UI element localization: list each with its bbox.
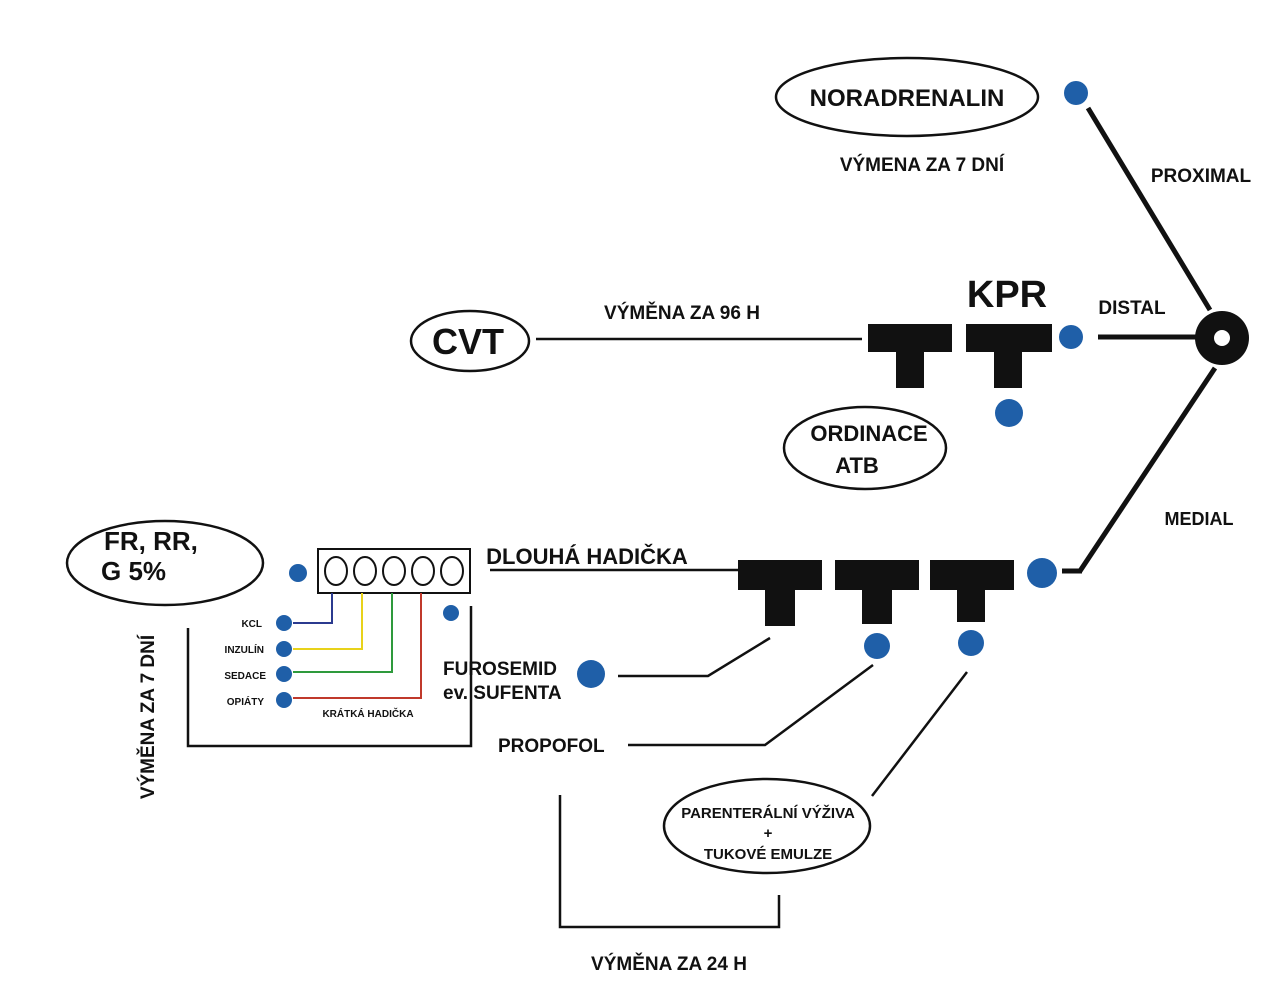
kpr-label: KPR bbox=[967, 274, 1047, 316]
sedace-label: SEDACE bbox=[224, 671, 266, 682]
parenteral-label-line3: TUKOVÉ EMULZE bbox=[704, 846, 832, 863]
opiaty-label: OPIÁTY bbox=[227, 695, 265, 708]
parenteral-label-line1: PARENTERÁLNÍ VÝŽIVA bbox=[681, 804, 855, 822]
propofol-label: PROPOFOL bbox=[498, 736, 605, 757]
manifold-port-2 bbox=[353, 556, 377, 586]
inzulin-label: INZULÍN bbox=[225, 643, 264, 656]
fr-ellipse bbox=[65, 519, 265, 607]
cvt-label: CVT bbox=[432, 321, 504, 362]
infusion-manifold-area: FR, RR, G 5% KCL INZULÍN SEDACE OPIÁTY K… bbox=[65, 519, 473, 799]
vymena-7-left-bracket bbox=[186, 606, 473, 748]
distal-port-dot bbox=[1059, 325, 1083, 349]
vymena-7-top-label: VÝMENA ZA 7 DNÍ bbox=[840, 154, 1005, 176]
manifold-port-1 bbox=[324, 556, 348, 586]
vymena-96-label: VÝMĚNA ZA 96 H bbox=[604, 302, 760, 324]
manifold-port-4 bbox=[411, 556, 435, 586]
kratka-label: KRÁTKÁ HADIČKA bbox=[322, 707, 413, 720]
proximal-branch: NORADRENALIN VÝMENA ZA 7 DNÍ PROXIMAL bbox=[774, 56, 1252, 312]
proximal-label: PROXIMAL bbox=[1151, 166, 1252, 187]
sedace-port-dot bbox=[276, 666, 292, 682]
parenteral-line bbox=[871, 671, 968, 797]
furosemid-label-line1: FUROSEMID bbox=[443, 659, 557, 680]
medial-branch: MEDIAL DLOUHÁ HADIČKA FUROSEMID ev. SUFE… bbox=[443, 366, 1234, 975]
parenteral-ellipse bbox=[662, 777, 872, 875]
propofol-port-dot bbox=[864, 633, 890, 659]
manifold-side-dot bbox=[443, 605, 459, 621]
distal-label: DISTAL bbox=[1098, 298, 1166, 319]
cvt-ellipse bbox=[409, 309, 531, 373]
opiaty-port-dot bbox=[276, 692, 292, 708]
proximal-port-dot bbox=[1064, 81, 1088, 105]
noradrenalin-ellipse bbox=[774, 56, 1040, 138]
opiaty-tube bbox=[293, 593, 422, 699]
inzulin-port-dot bbox=[276, 641, 292, 657]
manifold-port-3 bbox=[382, 556, 406, 586]
ordinace-ellipse bbox=[782, 405, 948, 491]
manifold-port-5 bbox=[440, 556, 464, 586]
fr-label-line2: G 5% bbox=[101, 556, 166, 586]
proximal-line bbox=[1085, 106, 1213, 312]
kcl-tube bbox=[293, 593, 333, 624]
sedace-tube bbox=[293, 593, 393, 673]
parenteral-port-dot bbox=[958, 630, 984, 656]
noradrenalin-label: NORADRENALIN bbox=[810, 85, 1005, 112]
parenteral-label-line2: + bbox=[764, 825, 773, 842]
catheter-hub bbox=[1195, 311, 1249, 365]
t-connector-furosemid bbox=[738, 560, 822, 626]
inzulin-tube bbox=[293, 593, 363, 650]
t-connector-kpr bbox=[966, 324, 1052, 388]
kcl-port-dot bbox=[276, 615, 292, 631]
medial-label: MEDIAL bbox=[1165, 509, 1234, 529]
fr-label-line1: FR, RR, bbox=[104, 526, 198, 556]
dlouha-label: DLOUHÁ HADIČKA bbox=[486, 544, 688, 569]
ordinace-label-line1: ORDINACE bbox=[810, 421, 927, 446]
t-connector-parenteral bbox=[930, 560, 1014, 622]
hub-inner-hole bbox=[1214, 330, 1230, 346]
vymena-7-left-label: VÝMĚNA ZA 7 DNÍ bbox=[137, 634, 159, 799]
ordinace-label-line2: ATB bbox=[835, 453, 879, 478]
medial-port-dot bbox=[1027, 558, 1057, 588]
furosemid-line bbox=[618, 636, 771, 678]
fr-port-dot bbox=[289, 564, 307, 582]
t-connector-propofol bbox=[835, 560, 919, 624]
furosemid-label-line2: ev. SUFENTA bbox=[443, 683, 562, 704]
vymena-24-label: VÝMĚNA ZA 24 H bbox=[591, 953, 747, 975]
kcl-label: KCL bbox=[241, 619, 262, 630]
medial-line bbox=[1077, 366, 1218, 573]
t-connector-atb bbox=[868, 324, 952, 388]
propofol-line bbox=[628, 663, 874, 747]
distal-branch: CVT VÝMĚNA ZA 96 H KPR DISTAL ORDINACE A… bbox=[409, 274, 1196, 491]
furosemid-port-dot bbox=[577, 660, 605, 688]
kpr-port-dot bbox=[995, 399, 1023, 427]
vymena-24-bracket bbox=[558, 795, 781, 929]
